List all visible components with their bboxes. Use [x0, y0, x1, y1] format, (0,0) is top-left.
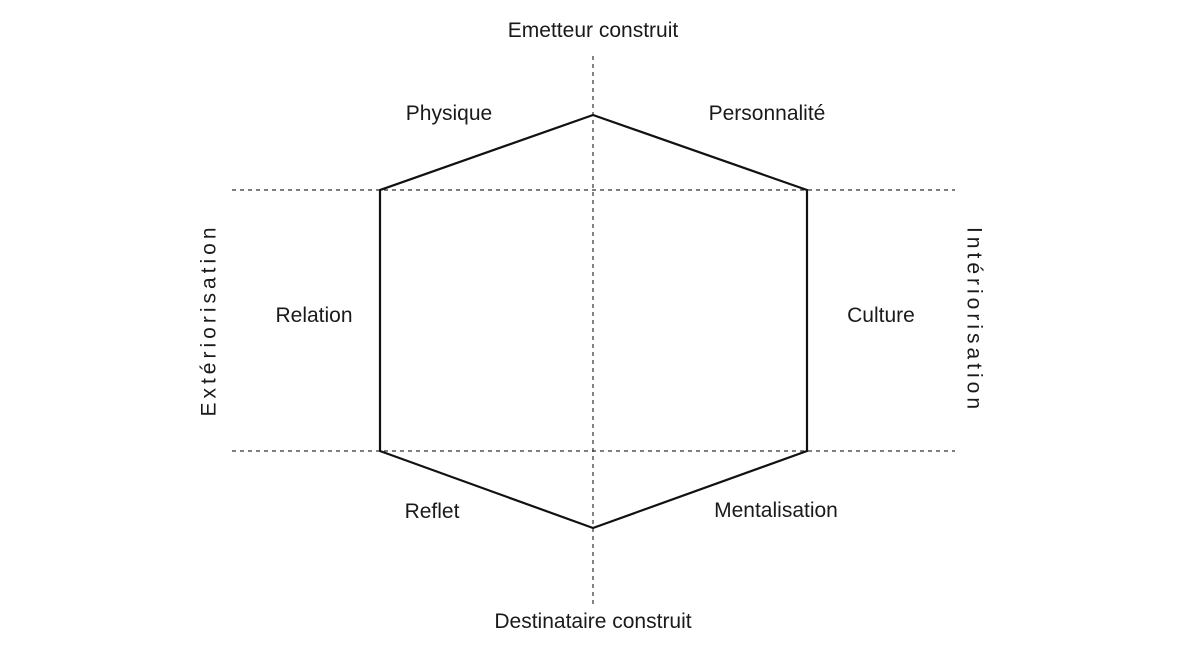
axis-label-top: Emetteur construit	[508, 19, 679, 42]
facet-label-mentalisation: Mentalisation	[714, 499, 838, 522]
facet-label-reflet: Reflet	[405, 500, 460, 523]
facet-label-physique: Physique	[406, 102, 492, 125]
axis-label-right: Intériorisation	[962, 227, 985, 413]
hexagon-prism	[378, 113, 809, 530]
facet-label-relation: Relation	[275, 304, 352, 327]
facet-label-personnalite: Personnalité	[709, 102, 826, 125]
axis-label-left: Extériorisation	[198, 223, 221, 416]
axis-label-bottom: Destinataire construit	[494, 610, 691, 633]
facet-label-culture: Culture	[847, 304, 915, 327]
